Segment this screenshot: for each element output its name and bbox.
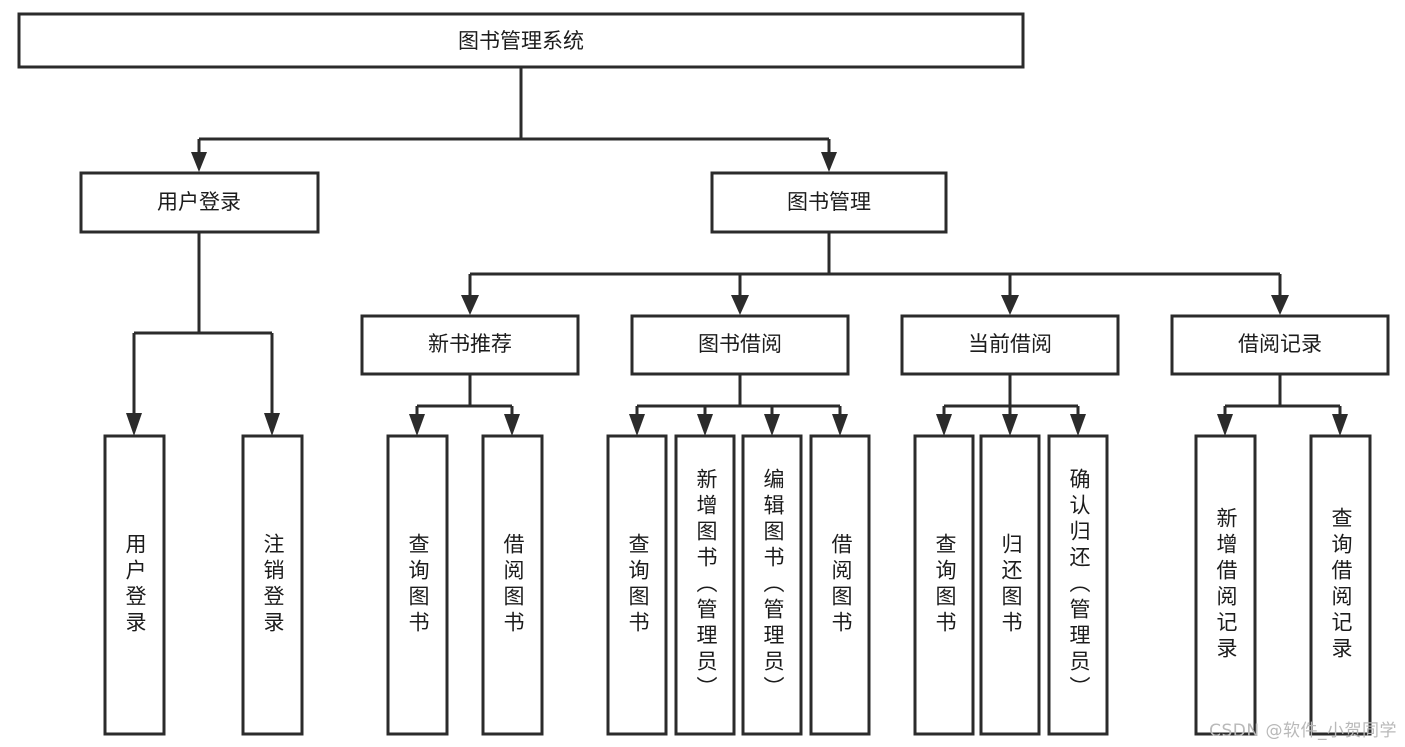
leaf-edit-book-admin-label: 编辑图书（管理员） [761,468,785,702]
leaf-confirm-return-admin-label: 确认归还（管理员） [1067,468,1091,702]
leaf-add-borrow-record-label: 新增借阅记录 [1214,507,1238,663]
node-root-system[interactable]: 图书管理系统 [17,12,1025,69]
leaf-user-login-label: 用户登录 [123,533,147,637]
arrowhead-leaf-query-borrow-record [1332,414,1348,436]
leaf-logout-login-label: 注销登录 [261,533,285,637]
leaf-return-book[interactable]: 归还图书 [979,434,1041,736]
node-book-borrow-box[interactable] [630,314,850,376]
arrowhead-current-borrow [1001,295,1019,315]
leaf-borrow-book-2-label: 借阅图书 [829,533,853,637]
leaf-return-book-box[interactable] [979,434,1041,736]
node-book-management-box[interactable] [710,171,948,234]
node-borrow-record-label: 借阅记录 [1238,332,1322,356]
leaf-add-borrow-record-box[interactable] [1194,434,1257,736]
node-user-login-box[interactable] [79,171,320,234]
csdn-watermark: CSDN @软件_小贺同学 [1209,721,1397,741]
leaf-logout-login-box[interactable] [241,434,304,736]
node-user-login-label: 用户登录 [157,190,241,214]
leaf-query-book-2-box[interactable] [606,434,668,736]
arrowhead-leaf-edit-book-admin [764,414,780,436]
arrowhead-leaf-logout-login [264,413,280,436]
leaf-query-book-3-box[interactable] [913,434,975,736]
node-current-borrow-box[interactable] [900,314,1120,376]
arrowhead-leaf-query-book-2 [629,414,645,436]
node-borrow-record[interactable]: 借阅记录 [1170,314,1390,376]
leaf-logout-login[interactable]: 注销登录 [241,434,304,736]
arrowhead-leaf-confirm-return-admin [1070,414,1086,436]
arrowhead-leaf-return-book [1002,414,1018,436]
node-new-book-recommend-box[interactable] [360,314,580,376]
leaf-query-book-2[interactable]: 查询图书 [606,434,668,736]
arrowhead-leaf-add-borrow-record [1217,414,1233,436]
root-system-box[interactable] [17,12,1025,69]
leaf-query-borrow-record[interactable]: 查询借阅记录 [1309,434,1372,736]
leaf-borrow-book-2[interactable]: 借阅图书 [809,434,871,736]
leaf-confirm-return-admin-box[interactable] [1047,434,1109,736]
arrowhead-book-borrow [731,295,749,315]
arrowhead-leaf-borrow-book-1 [504,414,520,436]
node-current-borrow[interactable]: 当前借阅 [900,314,1120,376]
leaf-borrow-book-1-label: 借阅图书 [501,533,525,637]
arrowhead-leaf-user-login [126,413,142,436]
leaf-query-book-1-box[interactable] [386,434,449,736]
node-new-book-recommend-label: 新书推荐 [428,332,512,356]
arrowhead-bookmgmt [821,152,837,172]
arrowhead-leaf-borrow-book-2 [832,414,848,436]
node-book-borrow[interactable]: 图书借阅 [630,314,850,376]
leaf-query-book-2-label: 查询图书 [626,533,650,637]
node-book-borrow-label: 图书借阅 [698,332,782,356]
leaf-borrow-book-1[interactable]: 借阅图书 [481,434,544,736]
node-book-management[interactable]: 图书管理 [710,171,948,234]
connector-layer [126,67,1348,436]
arrowhead-userlogin [191,152,207,172]
leaf-user-login-box[interactable] [103,434,166,736]
leaf-add-book-admin-label: 新增图书（管理员） [694,468,718,702]
node-current-borrow-label: 当前借阅 [968,332,1052,356]
leaf-add-borrow-record[interactable]: 新增借阅记录 [1194,434,1257,736]
leaf-add-book-admin-box[interactable] [674,434,736,736]
node-new-book-recommend[interactable]: 新书推荐 [360,314,580,376]
arrowhead-leaf-query-book-1 [409,414,425,436]
arrowhead-new-book-recommend [461,295,479,315]
leaf-borrow-book-2-box[interactable] [809,434,871,736]
arrowhead-leaf-query-book-3 [936,414,952,436]
arrowhead-borrow-record [1271,295,1289,315]
leaf-add-book-admin[interactable]: 新增图书（管理员） [674,434,736,736]
leaf-query-book-1-label: 查询图书 [406,533,430,637]
leaf-query-borrow-record-label: 查询借阅记录 [1329,507,1353,663]
node-book-management-label: 图书管理 [787,190,871,214]
leaf-query-book-1[interactable]: 查询图书 [386,434,449,736]
leaf-query-borrow-record-box[interactable] [1309,434,1372,736]
root-system-label: 图书管理系统 [458,29,584,53]
leaf-return-book-label: 归还图书 [999,533,1023,637]
leaf-confirm-return-admin[interactable]: 确认归还（管理员） [1047,434,1109,736]
node-borrow-record-box[interactable] [1170,314,1390,376]
leaf-user-login[interactable]: 用户登录 [103,434,166,736]
leaf-edit-book-admin-box[interactable] [741,434,803,736]
leaf-edit-book-admin[interactable]: 编辑图书（管理员） [741,434,803,736]
leaf-query-book-3-label: 查询图书 [933,533,957,637]
node-user-login[interactable]: 用户登录 [79,171,320,234]
leaf-query-book-3[interactable]: 查询图书 [913,434,975,736]
leaf-borrow-book-1-box[interactable] [481,434,544,736]
arrowhead-leaf-add-book-admin [697,414,713,436]
